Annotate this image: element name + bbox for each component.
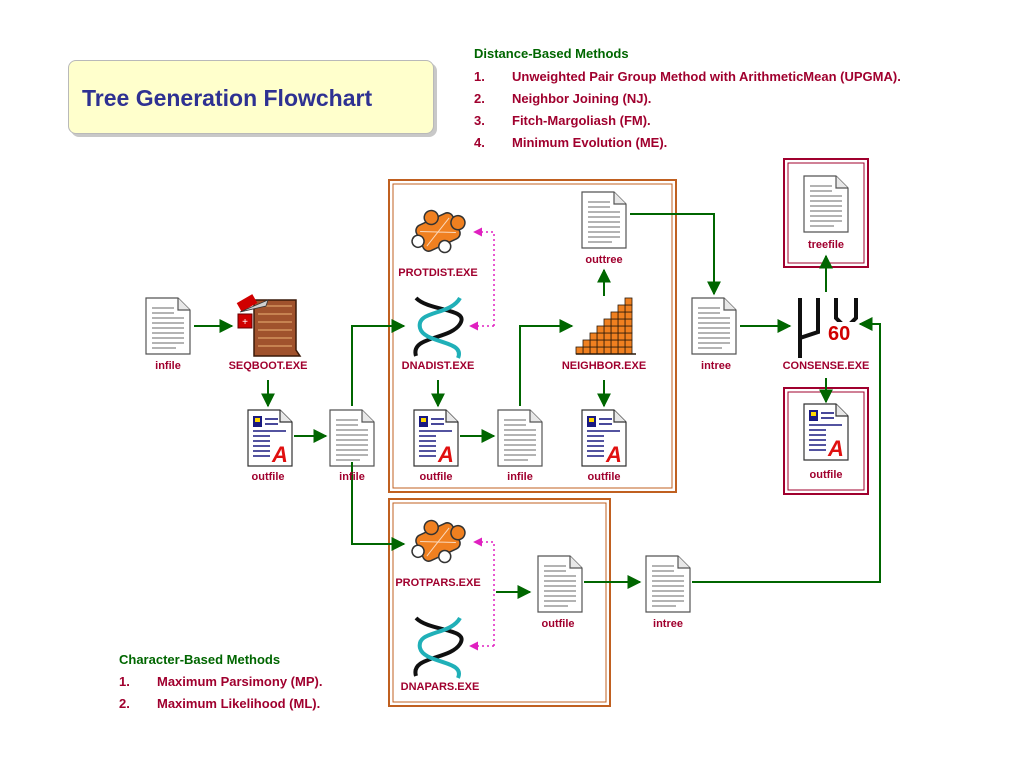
- outfile-word-icon: [247, 409, 293, 468]
- neighbor-staircase-icon: [575, 297, 636, 355]
- intree-doc-icon: [645, 555, 691, 613]
- character-method-item: 2.Maximum Likelihood (ML).: [119, 696, 321, 711]
- title-box: [68, 60, 434, 134]
- distance-method-item: 1.Unweighted Pair Group Method with Arit…: [474, 69, 901, 84]
- outfile-word-icon: [413, 409, 459, 468]
- protpars-label: PROTPARS.EXE: [395, 577, 481, 589]
- character-methods-heading: Character-Based Methods: [119, 652, 281, 667]
- distance-method-item: 4.Minimum Evolution (ME).: [474, 135, 668, 150]
- outtree-label: outtree: [585, 254, 623, 266]
- neighbor-label: NEIGHBOR.EXE: [561, 360, 647, 372]
- intree-label: intree: [653, 618, 683, 630]
- protpars-puzzle-icon: [402, 508, 475, 575]
- outfile-word-icon: [803, 403, 849, 462]
- sixty-badge-icon: 60: [826, 322, 856, 345]
- dnapars-label: DNAPARS.EXE: [400, 681, 480, 693]
- outfile-word-icon: [581, 409, 627, 468]
- consense-label: CONSENSE.EXE: [782, 360, 870, 372]
- infile-doc-icon: [145, 297, 191, 355]
- intree-doc-icon: [691, 297, 737, 355]
- svg-text:+: +: [242, 317, 248, 328]
- boot-icon: +: [236, 294, 302, 357]
- infile-label: infile: [507, 471, 533, 483]
- outfile-label: outfile: [251, 471, 285, 483]
- outfile-label: outfile: [809, 469, 843, 481]
- treefile-doc-icon: [803, 175, 849, 233]
- outfile-label: outfile: [587, 471, 621, 483]
- infile-doc-icon: [329, 409, 375, 467]
- character-method-item: 1.Maximum Parsimony (MP).: [119, 674, 323, 689]
- outfile-doc-icon: [537, 555, 583, 613]
- page-title: Tree Generation Flowchart: [82, 85, 373, 111]
- outtree-doc-icon: [581, 191, 627, 249]
- distance-method-item: 3.Fitch-Margoliash (FM).: [474, 113, 651, 128]
- dnapars-dna-icon: [413, 616, 464, 680]
- svg-text:60: 60: [828, 323, 850, 345]
- intree-label: intree: [701, 360, 731, 372]
- protdist-puzzle-icon: [402, 198, 475, 265]
- treefile-label: treefile: [807, 239, 845, 251]
- infile-doc-icon: [497, 409, 543, 467]
- dnadist-dna-icon: [413, 296, 464, 360]
- outfile-label: outfile: [541, 618, 575, 630]
- distance-method-item: 2.Neighbor Joining (NJ).: [474, 91, 652, 106]
- seqboot-label: SEQBOOT.EXE: [228, 360, 308, 372]
- protdist-label: PROTDIST.EXE: [398, 267, 478, 279]
- dnadist-label: DNADIST.EXE: [401, 360, 475, 372]
- infile-label: infile: [155, 360, 181, 372]
- outfile-label: outfile: [419, 471, 453, 483]
- distance-methods-heading: Distance-Based Methods: [474, 46, 629, 61]
- infile-label: infile: [339, 471, 365, 483]
